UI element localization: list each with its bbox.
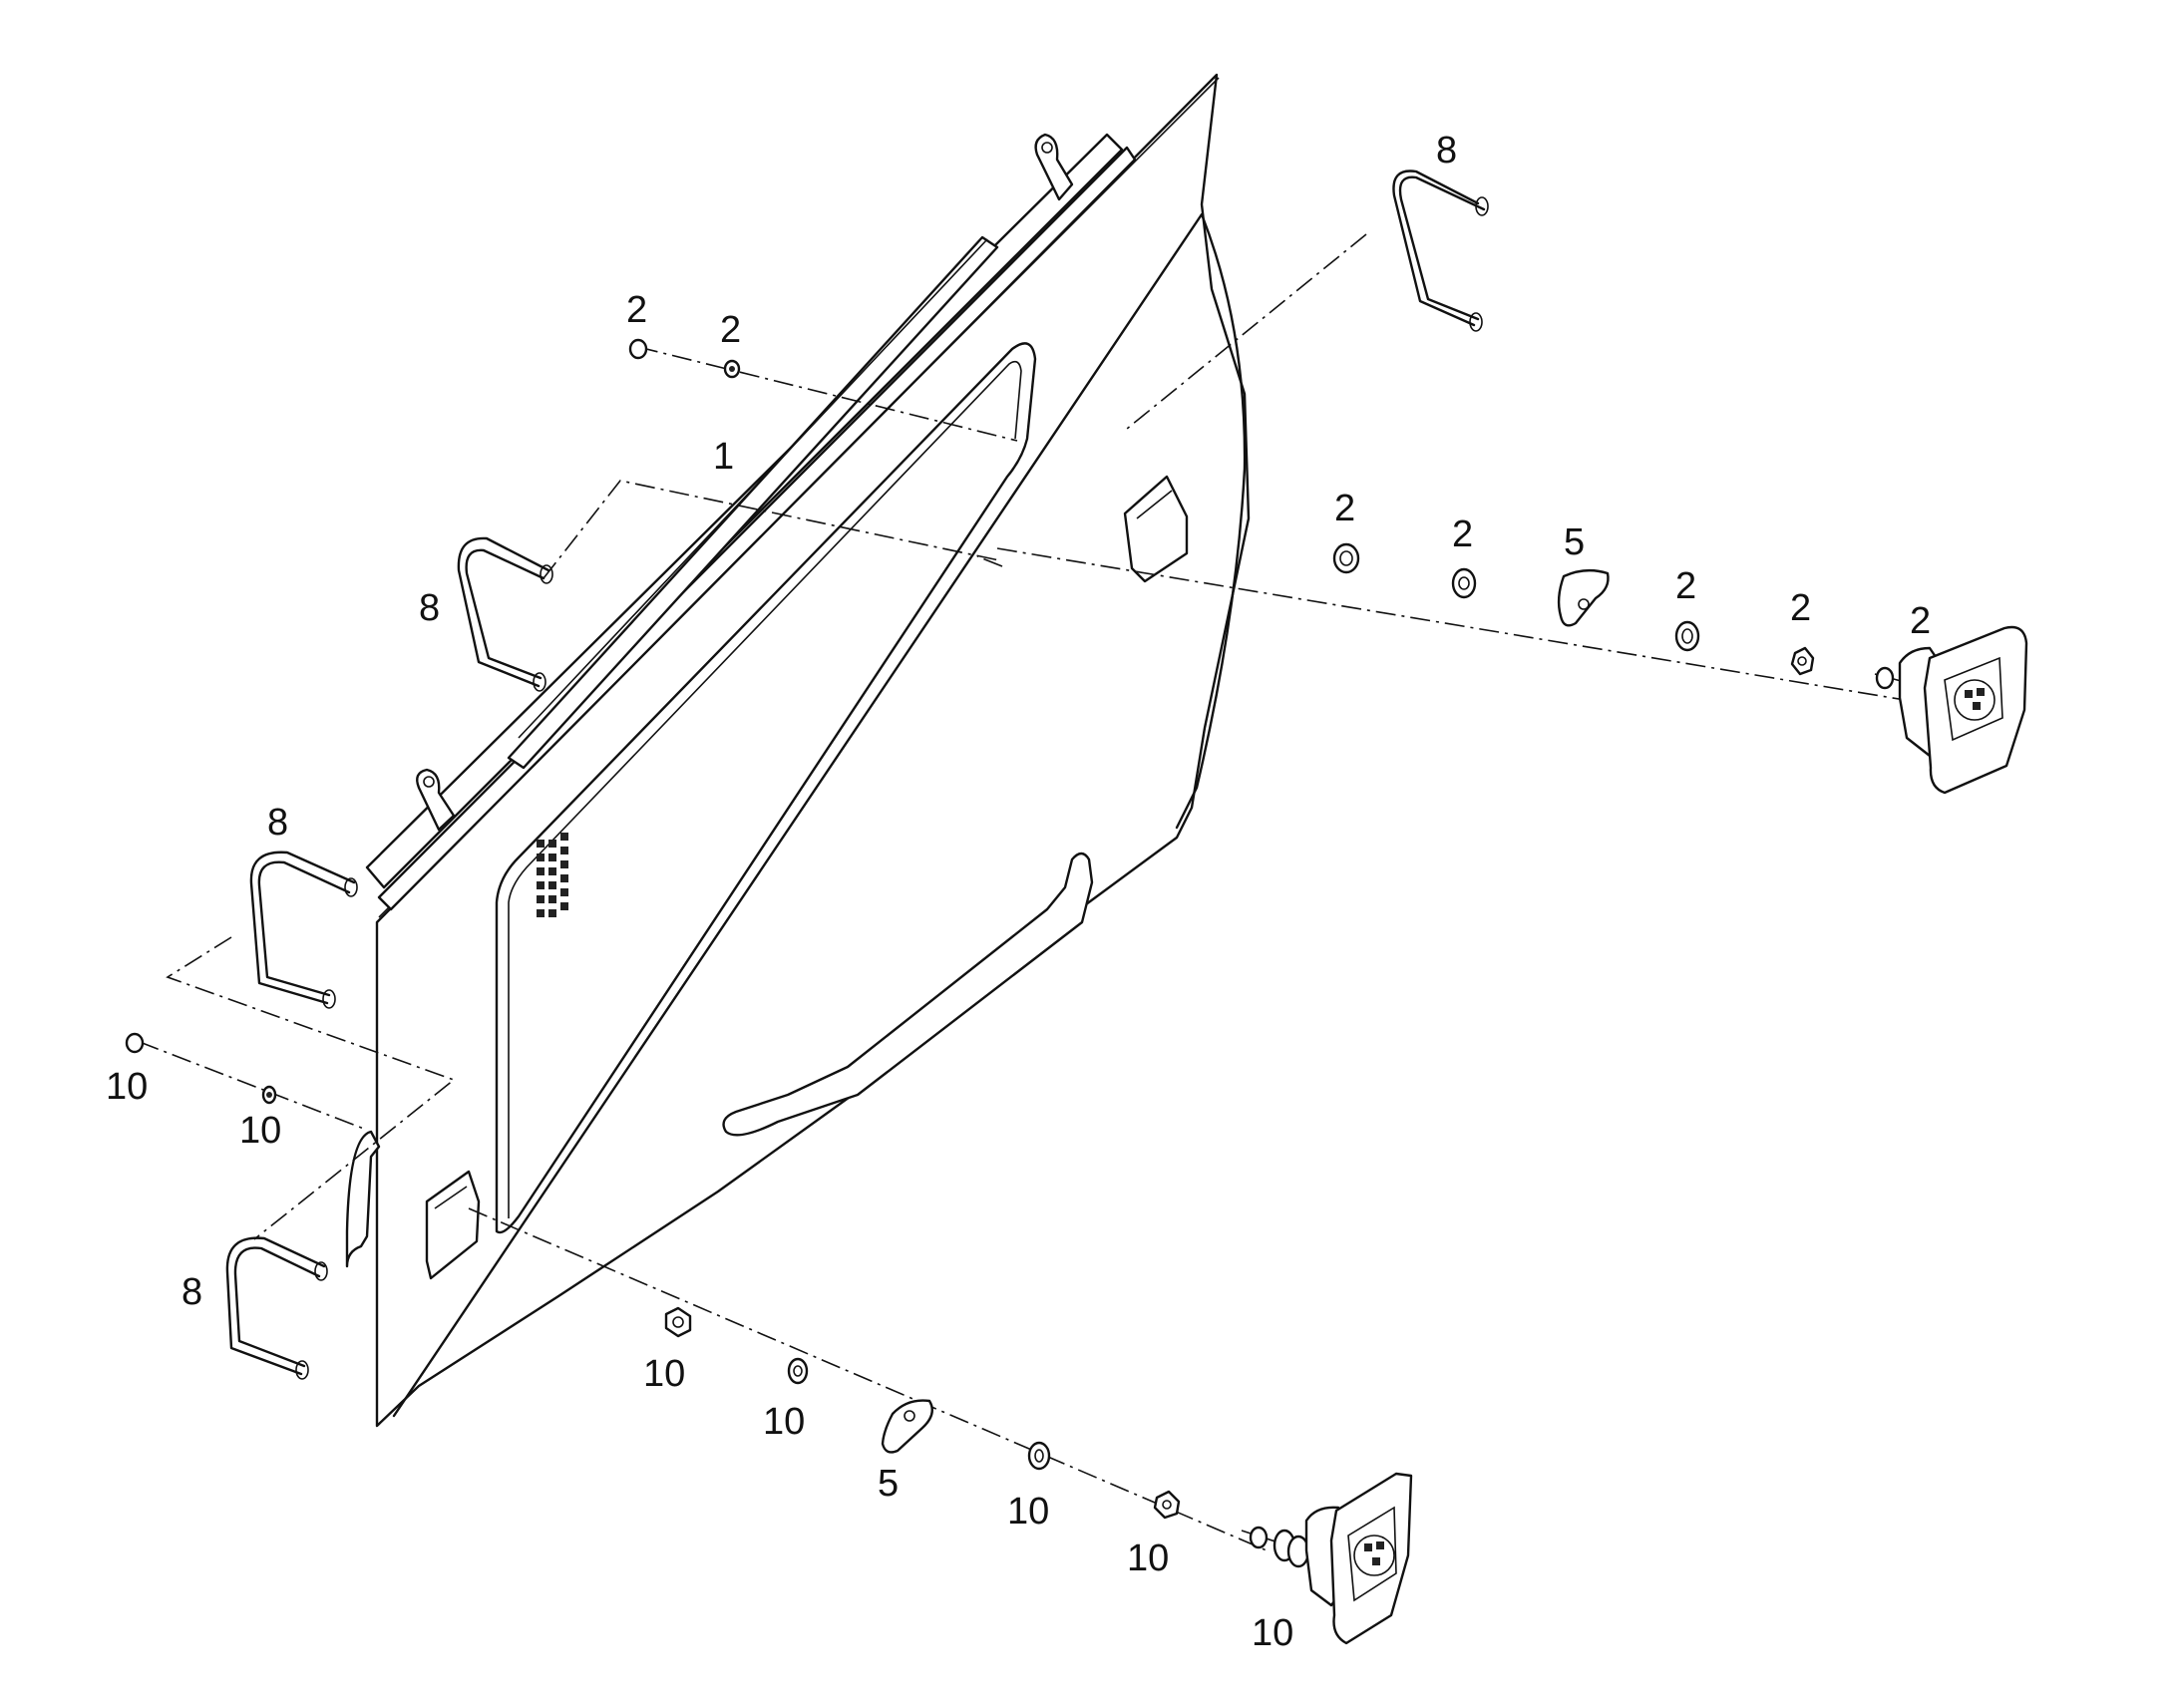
callout-10: 10 xyxy=(643,1353,685,1395)
latch-assembly-right xyxy=(1874,625,2028,795)
door-panel xyxy=(345,73,1251,1428)
callout-2: 2 xyxy=(1334,488,1355,529)
callout-2: 2 xyxy=(720,309,741,351)
callout-8: 8 xyxy=(419,587,440,629)
callout-2: 2 xyxy=(1910,600,1931,642)
callout-10: 10 xyxy=(1127,1537,1169,1579)
cam-lever-right xyxy=(1557,568,1610,627)
callout-8: 8 xyxy=(267,802,288,844)
callout-10: 10 xyxy=(1252,1612,1293,1654)
callout-10: 10 xyxy=(239,1110,281,1152)
grab-handle-top-right xyxy=(1392,170,1489,332)
latch-assembly-bottom xyxy=(1241,1472,1413,1645)
vent-grille xyxy=(537,833,568,917)
callout-8: 8 xyxy=(1436,130,1457,171)
callout-10: 10 xyxy=(763,1401,805,1443)
grab-handle-upper-left xyxy=(457,536,553,692)
leader-lines xyxy=(139,233,1906,1551)
callout-2: 2 xyxy=(1452,513,1473,555)
callout-labels: 1 2 2 2 2 2 2 2 5 5 8 8 8 8 10 10 10 10 … xyxy=(106,130,1931,1654)
grab-handle-left xyxy=(249,851,358,1009)
callout-8: 8 xyxy=(182,1271,202,1313)
callout-10: 10 xyxy=(1007,1491,1049,1533)
grab-handle-lower-left xyxy=(225,1236,328,1380)
hardware-parts xyxy=(125,338,1815,1520)
callout-5: 5 xyxy=(878,1463,899,1505)
cam-lever-bottom xyxy=(881,1399,933,1454)
callout-5: 5 xyxy=(1564,521,1585,563)
callout-2: 2 xyxy=(1675,565,1696,607)
callout-2: 2 xyxy=(1790,587,1811,629)
callout-1: 1 xyxy=(713,436,734,478)
callout-2: 2 xyxy=(626,289,647,331)
callout-10: 10 xyxy=(106,1066,148,1108)
